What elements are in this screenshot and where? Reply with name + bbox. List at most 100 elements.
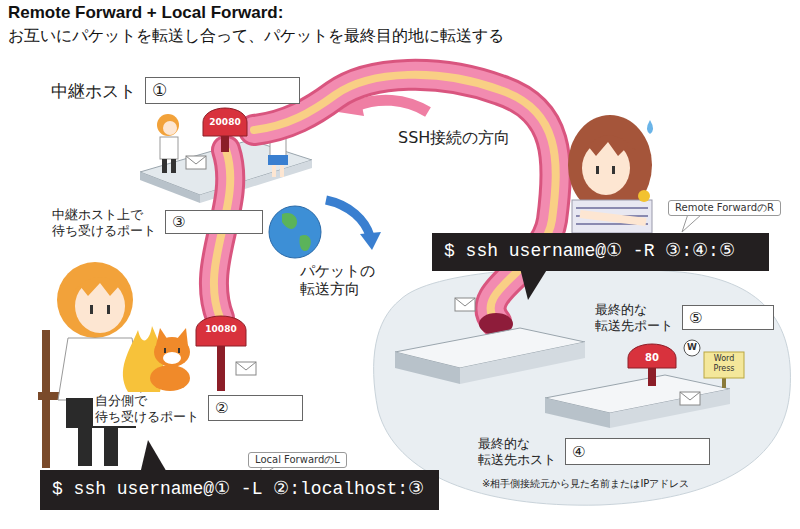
server-machine	[610, 389, 730, 428]
girl-figure	[568, 115, 653, 233]
fox-cat	[176, 328, 188, 346]
envelope	[680, 392, 700, 400]
command-text: $ ssh username@① -R ③:④:⑤	[444, 241, 735, 263]
girl-figure	[576, 208, 648, 224]
girl-figure	[57, 262, 133, 338]
globe	[282, 213, 297, 229]
direction-label: SSH接続の方向	[398, 128, 510, 147]
direction-label: パケットの 転送方向	[300, 262, 375, 298]
envelope	[455, 298, 475, 311]
mailbox	[221, 136, 229, 152]
tunnel-pipe	[214, 150, 230, 318]
packet-direction-arrow	[326, 200, 381, 250]
fox-cat	[150, 365, 190, 391]
globe	[269, 206, 321, 258]
girl-figure	[580, 135, 636, 156]
port-box: 最終的な 転送先ポート⑤	[682, 305, 774, 330]
relay-girl	[163, 121, 177, 135]
girl-figure	[107, 305, 110, 314]
mailbox	[628, 344, 676, 368]
mailbox	[217, 346, 225, 391]
relay-girl	[280, 165, 284, 177]
speech-bubble: Local ForwardのL	[248, 452, 347, 468]
command-box: $ ssh username@① -R ③:④:⑤	[432, 233, 769, 271]
wordpress-sign	[684, 340, 744, 388]
tunnel-pipe	[254, 75, 556, 322]
packet-direction-arrow	[360, 232, 381, 250]
girl-figure	[572, 200, 652, 233]
port-box: 最終的な 転送先ホスト④	[565, 438, 710, 465]
envelope	[186, 156, 206, 164]
relay-girl	[272, 165, 276, 177]
bubble-text: Local ForwardのL	[255, 454, 340, 466]
girl-figure	[612, 166, 615, 174]
callout-number: ①	[152, 80, 167, 100]
port-heading: 最終的な 転送先ホスト	[476, 436, 558, 469]
packet-direction-arrow	[326, 200, 370, 236]
envelope	[186, 156, 206, 169]
envelope	[236, 362, 256, 370]
server-machine	[460, 342, 585, 384]
speech-tail	[520, 268, 548, 300]
tunnel-pipe	[254, 75, 556, 322]
fox-cat	[163, 352, 181, 364]
fox-cat	[156, 328, 168, 345]
ssh-direction-arrow	[356, 100, 428, 112]
relay-girl	[171, 159, 176, 173]
diagram-title: Remote Forward + Local Forward:	[8, 3, 283, 23]
tunnel-pipe	[254, 75, 556, 322]
girl-figure	[104, 428, 118, 466]
bubble-text: Remote ForwardのR	[675, 202, 774, 214]
port-number: 10080	[196, 324, 246, 335]
tunnel-pipe	[214, 75, 556, 335]
girl-figure	[90, 305, 93, 314]
relay-girl	[157, 114, 179, 136]
server-machine	[395, 328, 730, 428]
relay-girl	[160, 137, 178, 159]
fox-cat	[178, 348, 180, 353]
fox-cat	[164, 348, 166, 353]
girl-figure	[638, 190, 650, 202]
mailbox	[203, 108, 247, 136]
port-heading: 自分側で 待ち受けるポート	[93, 393, 201, 426]
port-heading: 中継ホスト	[49, 81, 138, 102]
server-machine	[395, 352, 460, 384]
port-box: 中継ホスト上で 待ち受けるポート③	[165, 210, 263, 234]
diagram-caption: お互いにパケットを転送し合って、パケットを最終目的地に転送する	[8, 26, 504, 47]
callout-number: ②	[215, 399, 228, 417]
server-machine	[545, 398, 610, 428]
wordpress-sign	[684, 340, 700, 356]
girl-figure	[580, 214, 646, 222]
relay-platform	[140, 172, 200, 203]
girl-figure	[596, 166, 599, 174]
sign-text: Word Press	[704, 354, 744, 373]
globe	[269, 206, 321, 258]
command-box: $ ssh username@① -L ②:localhost:③	[40, 470, 439, 510]
note-text: ※相手側接続元から見た名前またはIPアドレス	[482, 478, 689, 490]
callout-number: ⑤	[689, 309, 702, 327]
callout-number: ④	[572, 443, 585, 461]
girl-figure	[647, 120, 653, 134]
speech-tail	[140, 440, 168, 474]
port-box: 自分側で 待ち受けるポート②	[208, 395, 303, 421]
relay-girl	[162, 159, 167, 173]
port-number: 20080	[203, 117, 247, 128]
tunnel-pipe	[214, 150, 230, 318]
speech-bubble: Remote ForwardのR	[668, 200, 781, 216]
girl-figure	[72, 277, 128, 296]
port-heading: 中継ホスト上で 待ち受けるポート	[50, 207, 158, 240]
mailbox	[196, 316, 246, 346]
port-number: 80	[628, 352, 676, 364]
globe	[299, 235, 310, 251]
port-box: 中継ホスト①	[145, 77, 300, 104]
envelope	[680, 392, 700, 405]
wordpress-sign	[704, 352, 744, 378]
envelope	[455, 298, 475, 306]
command-text: $ ssh username@① -L ②:localhost:③	[52, 479, 424, 501]
relay-girl	[268, 155, 288, 165]
mailbox	[648, 368, 656, 386]
port-heading: 最終的な 転送先ポート	[593, 302, 675, 335]
speech-tail	[682, 214, 702, 232]
fox-cat	[123, 326, 190, 392]
